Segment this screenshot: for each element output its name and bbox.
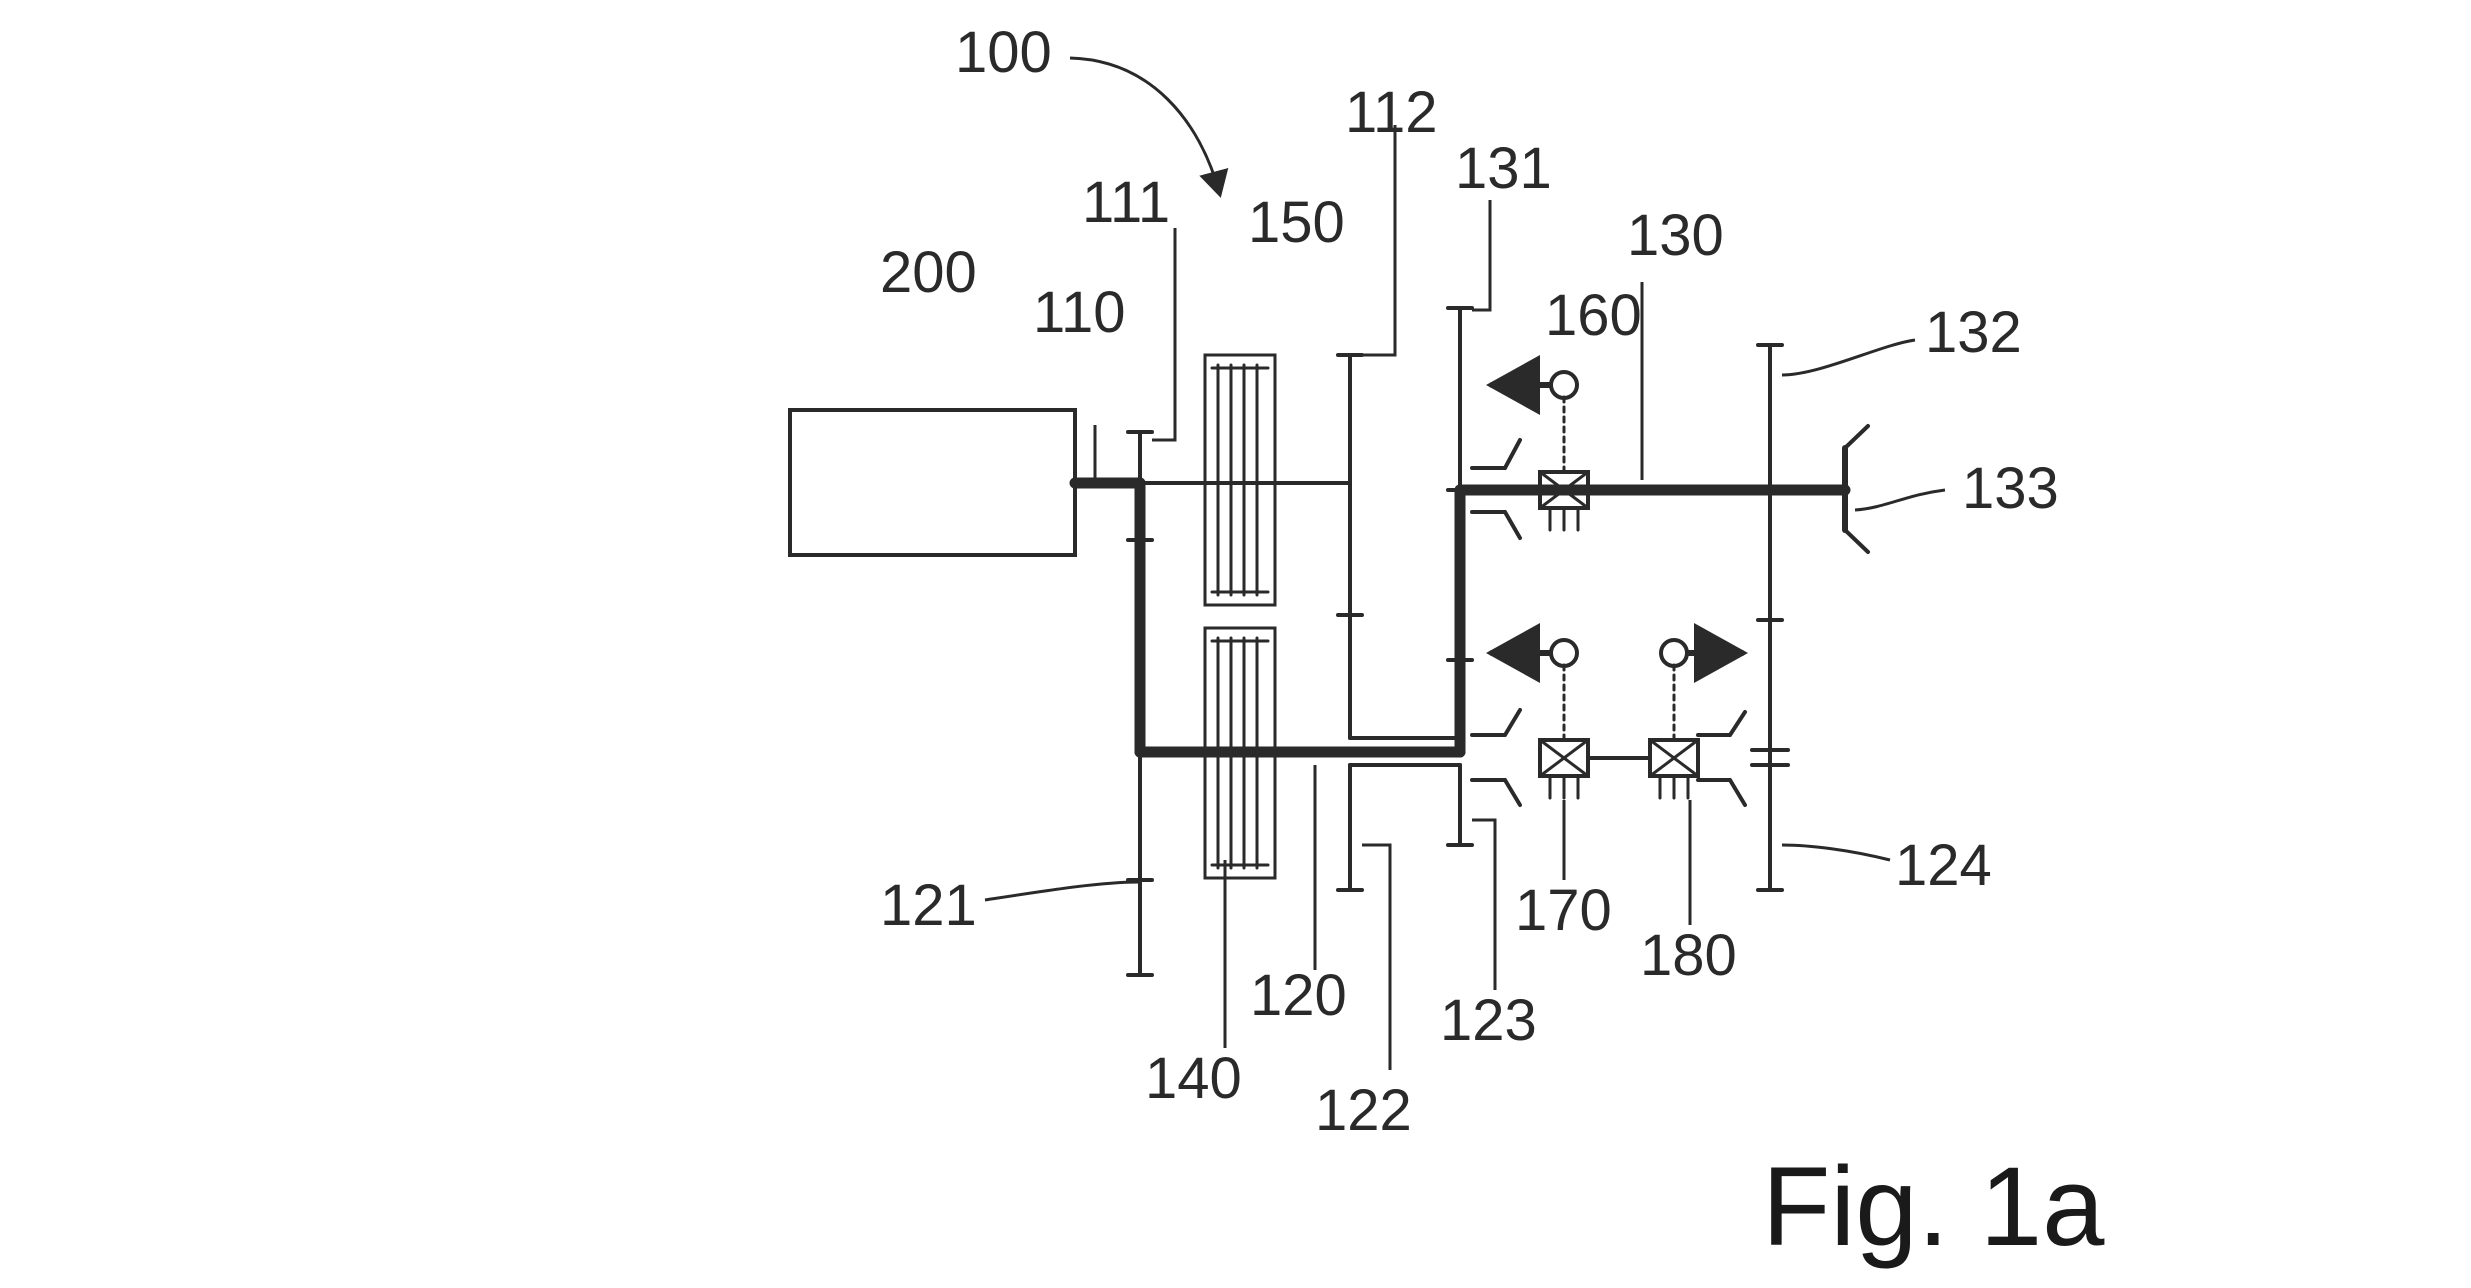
label-150: 150	[1248, 190, 1345, 255]
figure-caption: Fig. 1a	[1762, 1144, 2105, 1269]
label-160: 160	[1545, 283, 1642, 348]
gear-122	[1336, 763, 1364, 892]
synchronizer-170	[1470, 623, 1590, 807]
gear-131	[1446, 306, 1474, 662]
gear-132	[1756, 343, 1784, 622]
label-123: 123	[1440, 988, 1537, 1053]
label-170: 170	[1515, 878, 1612, 943]
leader-lines	[984, 56, 1946, 1070]
label-111: 111	[1082, 170, 1170, 235]
label-132: 132	[1925, 300, 2022, 365]
label-180: 180	[1640, 923, 1737, 988]
label-140: 140	[1145, 1046, 1242, 1111]
gear-124	[1750, 618, 1790, 892]
bevel-133	[1842, 424, 1870, 554]
reference-labels: 100 111 150 112 131 130 200 110 160 132 …	[880, 20, 2059, 1143]
clutch-150	[1203, 353, 1277, 607]
label-131: 131	[1455, 136, 1552, 201]
label-122: 122	[1315, 1078, 1412, 1143]
label-112: 112	[1345, 80, 1437, 145]
drive-unit-200	[788, 408, 1077, 557]
synchronizer-160	[1470, 355, 1590, 540]
label-200: 200	[880, 240, 977, 305]
synchronizer-180	[1648, 623, 1748, 807]
label-120: 120	[1250, 963, 1347, 1028]
label-133: 133	[1962, 456, 2059, 521]
label-121: 121	[880, 873, 977, 938]
label-124: 124	[1895, 833, 1992, 898]
label-110: 110	[1033, 280, 1125, 345]
gear-112	[1336, 353, 1364, 740]
label-100: 100	[955, 20, 1052, 85]
clutch-140	[1203, 626, 1277, 880]
gear-123	[1446, 763, 1474, 847]
label-130: 130	[1627, 203, 1724, 268]
